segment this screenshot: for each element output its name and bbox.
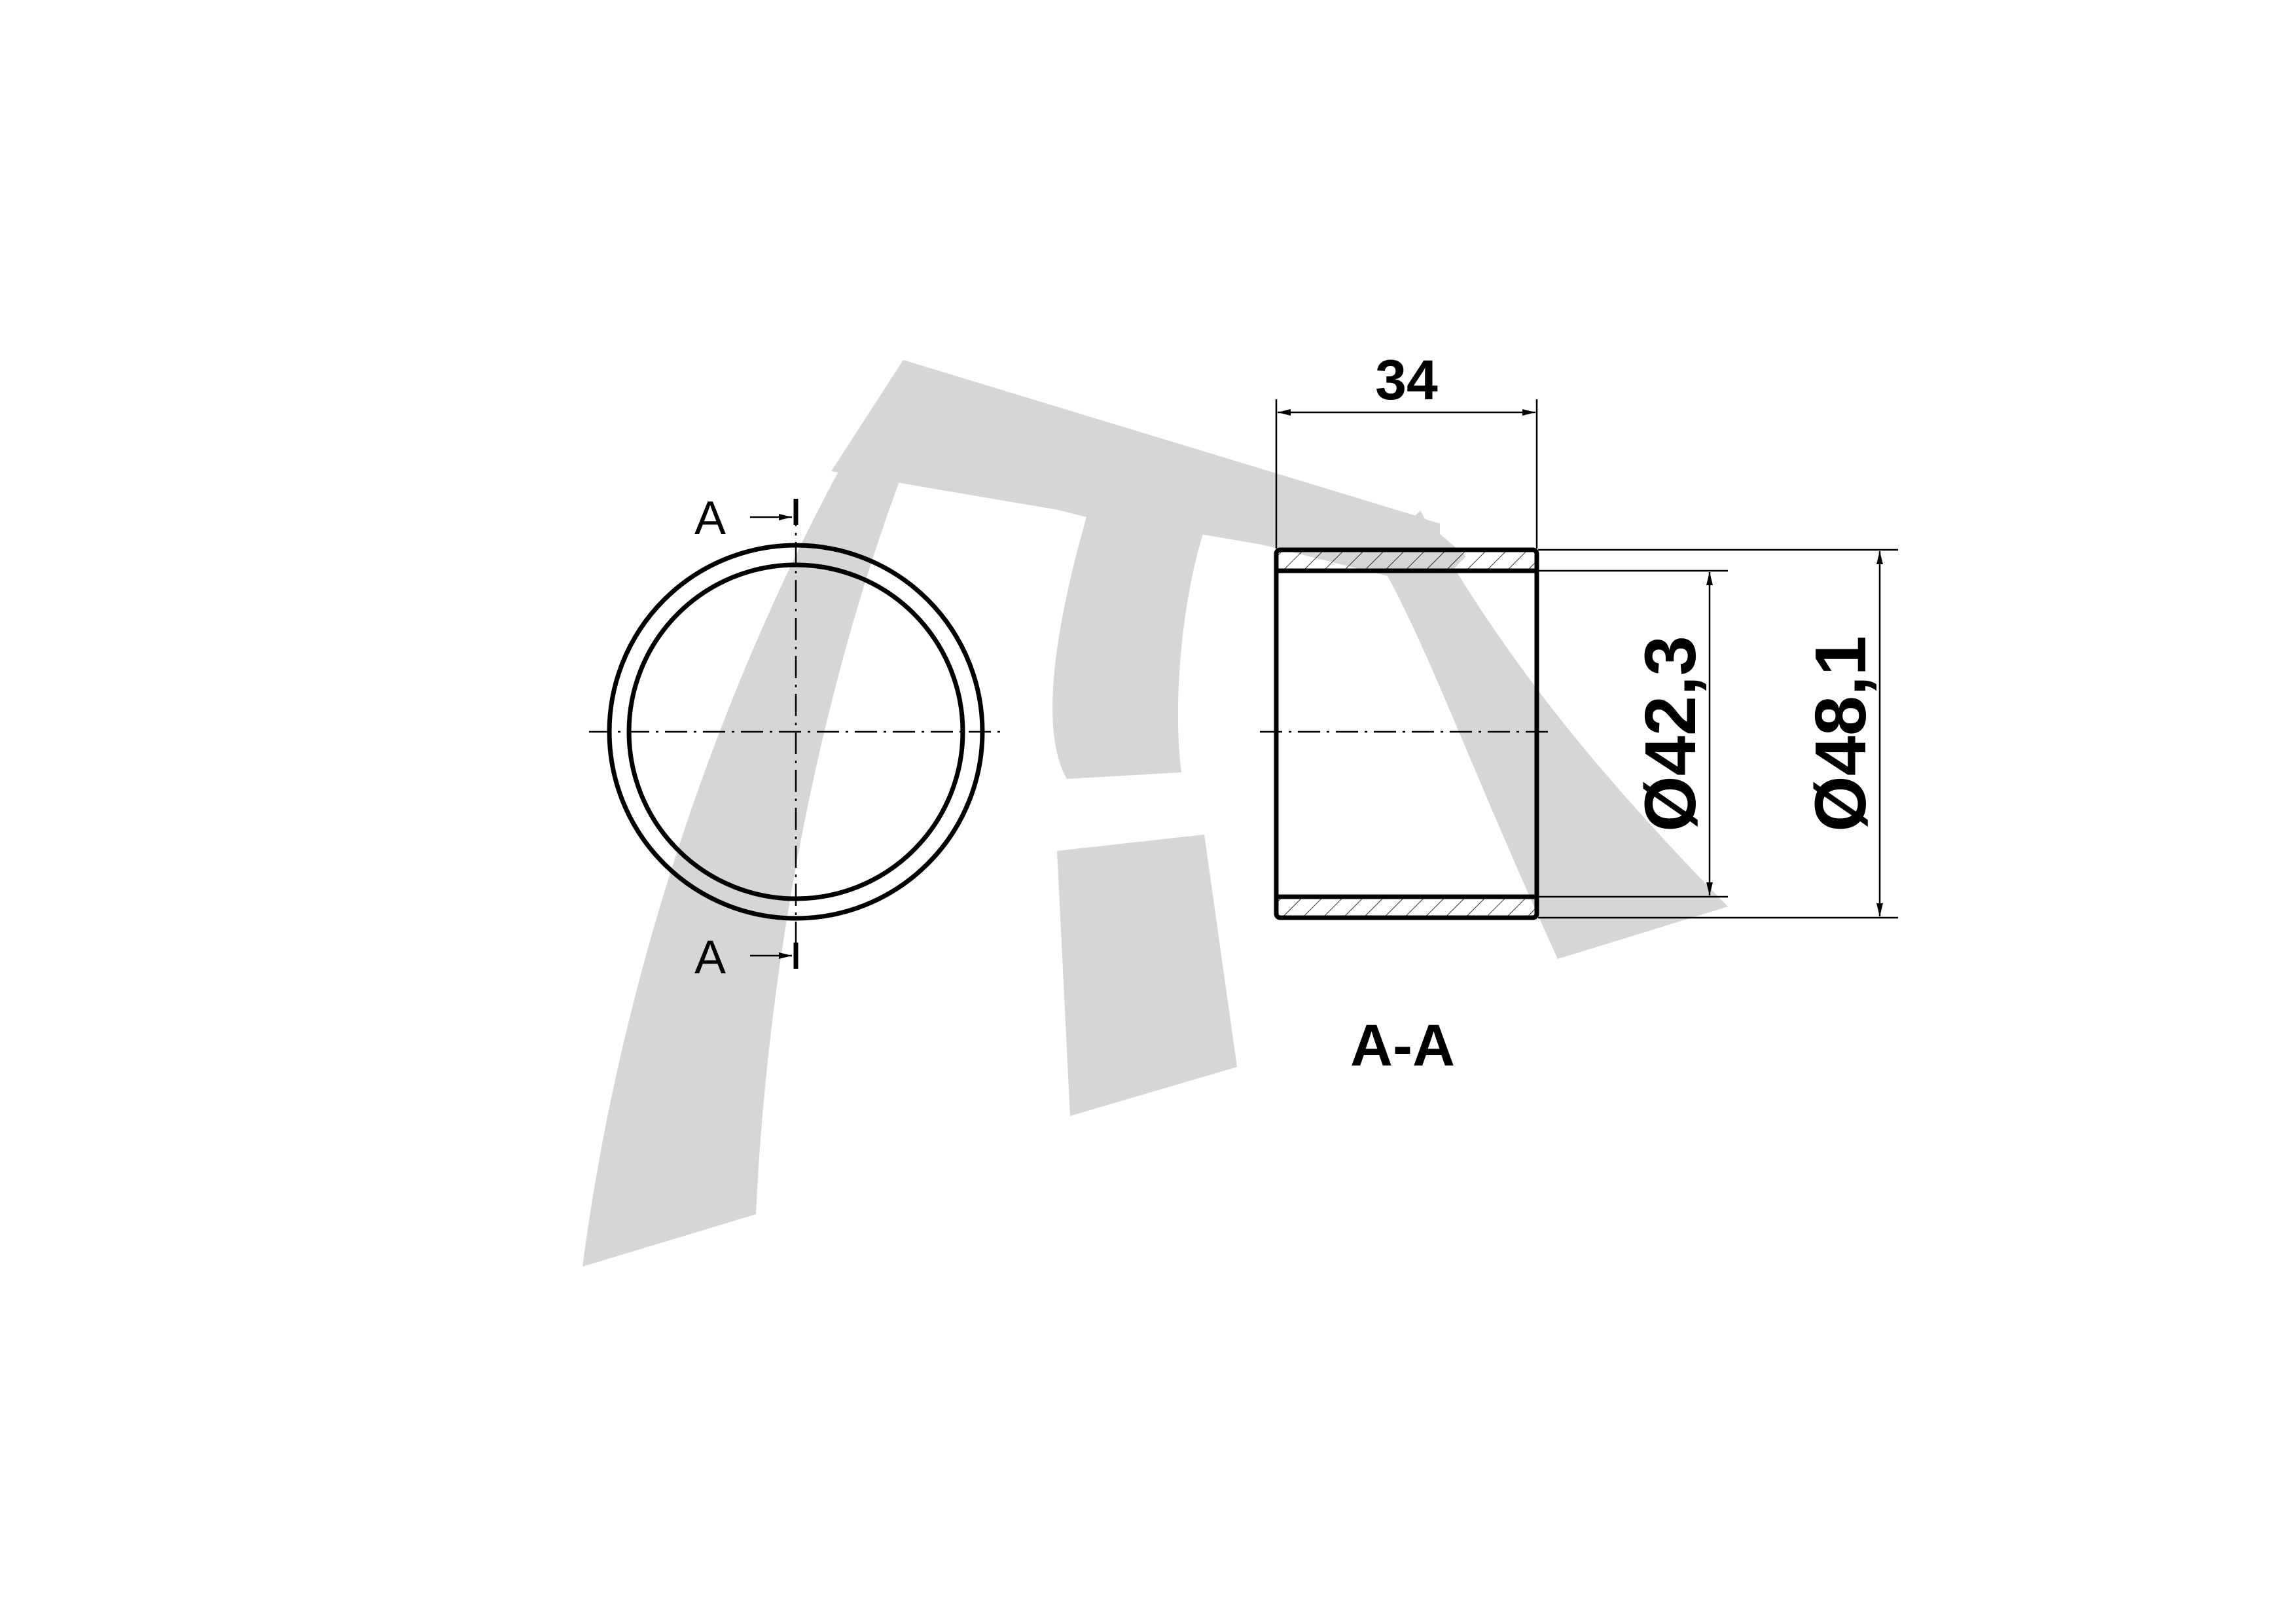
wall-top-hatch [1276,550,1537,571]
dim-inner-diameter-label: Ø42,3 [1630,636,1711,832]
section-mark-top-label: A [694,492,726,545]
section-title: A-A [1350,1013,1455,1079]
wall-bottom-hatch [1276,897,1537,918]
front-view: A A [589,492,1001,984]
dim-outer-diameter-label: Ø48,1 [1801,636,1881,832]
section-outline [1274,547,1539,920]
section-view: 34 Ø42,3 Ø48,1 A-A [1260,349,1898,1079]
section-mark-bottom-label: A [694,931,726,984]
dim-length-label: 34 [1375,349,1438,412]
logo-watermark [583,360,1728,1267]
